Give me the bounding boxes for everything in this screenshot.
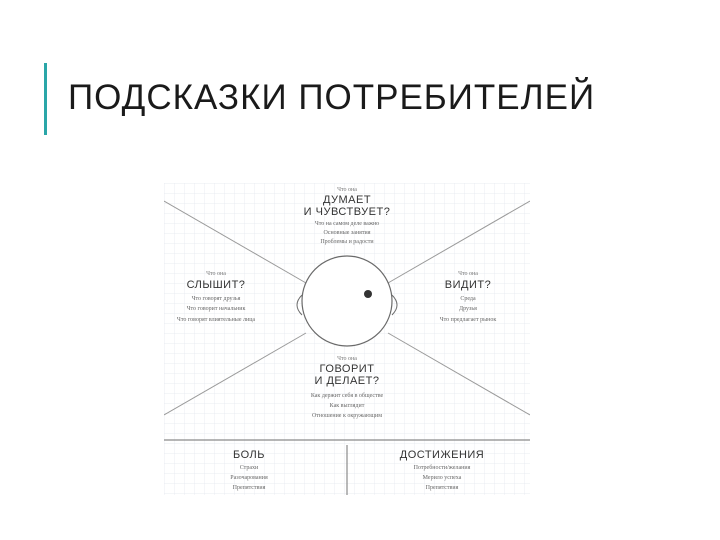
right-item-2: Друзья — [459, 306, 477, 312]
slide-title: ПОДСКАЗКИ ПОТРЕБИТЕЛЕЙ — [68, 78, 596, 117]
right-item-3: Что предлагает рынок — [440, 317, 497, 323]
top-heading-line1: ДУМАЕТ — [323, 194, 371, 206]
pain-item-3: Препятствия — [233, 485, 266, 491]
bottom-heading-line1: ГОВОРИТ — [320, 363, 375, 375]
empathy-map: Что она ДУМАЕТ И ЧУВСТВУЕТ? Что на самом… — [164, 183, 530, 495]
empathy-map-diagram: Что она ДУМАЕТ И ЧУВСТВУЕТ? Что на самом… — [164, 183, 530, 495]
gain-item-2: Мерило успеха — [423, 475, 462, 481]
top-heading-line2: И ЧУВСТВУЕТ? — [304, 206, 391, 218]
bottom-item-2: Как выглядит — [330, 403, 365, 409]
left-prefix: Что она — [206, 271, 226, 277]
diagonal-top-left — [164, 200, 307, 284]
top-item-1: Что на самом деле важно — [315, 221, 379, 227]
right-ear — [391, 294, 398, 316]
left-ear — [296, 294, 303, 316]
pain-item-2: Разочарования — [230, 475, 268, 481]
diagonal-bottom-left — [164, 332, 307, 416]
gain-heading: ДОСТИЖЕНИЯ — [400, 449, 485, 461]
gain-item-1: Потребности/желания — [414, 464, 471, 471]
accent-bar — [44, 63, 47, 135]
top-item-3: Проблемы и радости — [320, 238, 374, 245]
head-circle — [301, 255, 393, 347]
diagonal-bottom-right — [387, 332, 530, 416]
eye-icon — [364, 290, 372, 298]
top-item-2: Основные занятия — [323, 230, 370, 236]
bottom-item-1: Как держит себя в обществе — [311, 392, 384, 399]
pain-item-1: Страхи — [240, 465, 259, 471]
left-item-3: Что говорят влиятельные лица — [177, 317, 255, 323]
bottom-prefix: Что она — [337, 356, 357, 362]
right-item-1: Среда — [460, 296, 476, 302]
right-prefix: Что она — [458, 271, 478, 277]
right-heading: ВИДИТ? — [445, 279, 491, 291]
diagonal-top-right — [387, 200, 530, 284]
pain-heading: БОЛЬ — [233, 449, 265, 461]
left-heading: СЛЫШИТ? — [187, 279, 246, 291]
left-item-1: Что говорят друзья — [192, 296, 241, 302]
bottom-item-3: Отношение к окружающим — [312, 413, 382, 419]
gain-item-3: Препятствия — [426, 485, 459, 491]
left-item-2: Что говорит начальник — [187, 306, 246, 312]
top-prefix: Что она — [337, 187, 357, 193]
bottom-heading-line2: И ДЕЛАЕТ? — [315, 375, 380, 387]
